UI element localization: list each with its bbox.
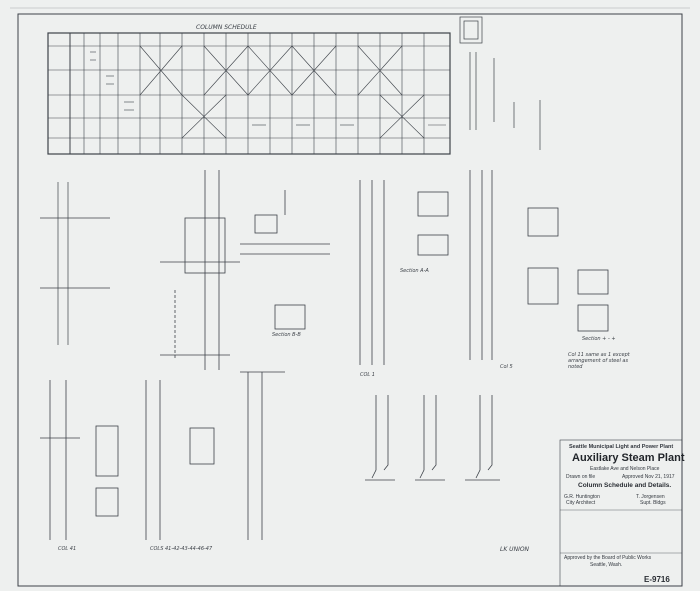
detail-col-left: [40, 182, 110, 345]
title-block-sheet-title: Column Schedule and Details.: [578, 482, 672, 489]
column-note: Col 11 same as 1 except arrangement of s…: [568, 352, 630, 370]
top-right-detail: [459, 16, 541, 150]
lk-union-label: LK UNION: [500, 546, 530, 553]
cols-bottom-label: COLS 41-42-43-44-46-47: [150, 546, 213, 552]
col-41-label: COL 41: [58, 546, 77, 552]
col-1-label: COL 1: [360, 372, 375, 378]
title-block-frame: [559, 439, 683, 587]
engineer-left-title: City Architect: [566, 500, 596, 506]
section-bb-label: Section B-B: [272, 332, 301, 338]
engineer-left: G.R. Huntington: [564, 494, 600, 500]
detail-col-5: [469, 170, 559, 360]
title-block-drawn: Drawn on file: [566, 474, 596, 480]
title-block-line3: Eastlake Ave and Nelson Place: [590, 466, 660, 472]
detail-section-bb: [240, 190, 330, 330]
detail-section-aa: [359, 180, 449, 365]
engineer-right-title: Supt. Bldgs: [640, 500, 666, 506]
detail-section-center: [160, 170, 240, 370]
title-block-city: Seattle, Wash.: [590, 562, 623, 568]
column-schedule-grid: [47, 32, 451, 155]
schedule-title: COLUMN SCHEDULE: [196, 24, 257, 31]
section-aa-label: Section A-A: [400, 268, 429, 274]
section-plus-label: Section + - +: [582, 336, 616, 342]
col-5-label: Col 5: [500, 364, 513, 370]
sheet-number: E-9716: [644, 575, 670, 584]
detail-brackets: [365, 395, 500, 481]
detail-cols-41-47: [145, 371, 285, 540]
sheet-border: [17, 13, 683, 587]
title-block-approval: Approved by the Board of Public Works: [564, 555, 652, 561]
title-block-line1: Seattle Municipal Light and Power Plant: [569, 444, 674, 450]
detail-section-plus: [577, 269, 609, 332]
engineer-right: T. Jorgensen: [636, 494, 665, 500]
title-block-line2: Auxiliary Steam Plant: [572, 452, 685, 464]
detail-col-41: [40, 380, 119, 540]
title-block-approved: Approved Nov 21, 1917: [622, 474, 675, 480]
